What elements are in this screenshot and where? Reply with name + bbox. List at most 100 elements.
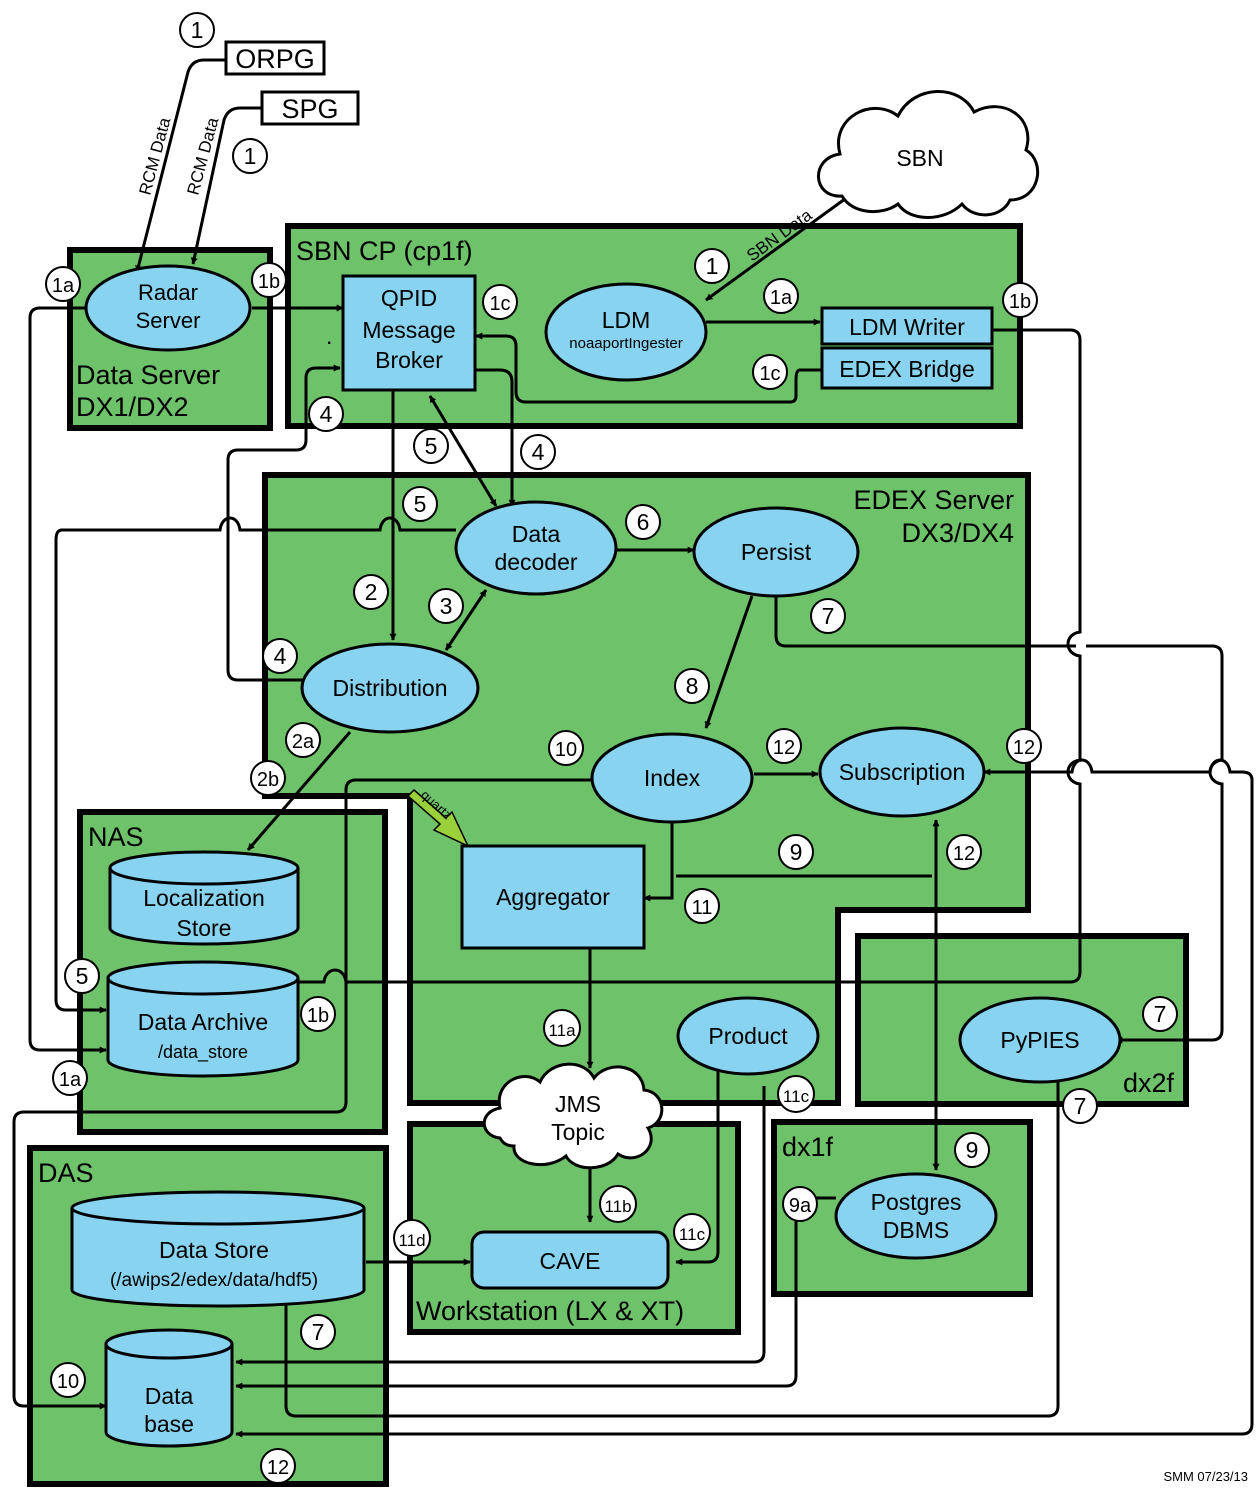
step-badge-circle <box>402 486 438 522</box>
step-badge-label: 5 <box>414 491 427 517</box>
qpid-line1: QPID <box>381 285 437 311</box>
dx2f-title: dx2f <box>1123 1068 1175 1098</box>
ldm-writer-label: LDM Writer <box>849 314 965 340</box>
step-badge-archive-in: 5 <box>64 958 100 994</box>
step-badge-qpid-in: 1c <box>482 284 518 320</box>
step-badge-circle <box>694 248 730 284</box>
localization-store-node: Localization Store <box>108 850 300 946</box>
step-badge-ldm-writer: 1a <box>763 278 799 314</box>
persist-label: Persist <box>741 539 812 565</box>
subscription-node: Subscription <box>818 726 986 818</box>
aggregator-node: Aggregator <box>460 844 646 950</box>
step-badge-label: 7 <box>822 603 835 629</box>
step-badge-pypies-datastore: 7 <box>1062 1088 1098 1124</box>
step-badge-label: 4 <box>274 643 287 669</box>
step-badge-label: 1 <box>706 253 719 279</box>
step-badge-label: 5 <box>425 433 438 459</box>
jms-line1: JMS <box>555 1091 601 1117</box>
step-badge-archive-in-3: 1a <box>52 1060 88 1096</box>
step-badge-decoder-persist: 6 <box>625 504 661 540</box>
step-badge-label: 12 <box>1013 737 1035 759</box>
step-badge-jms-cave: 11b <box>599 1185 637 1223</box>
step-badge-label: 3 <box>440 593 453 619</box>
footer-credit: SMM 07/23/13 <box>1163 1469 1248 1484</box>
persist-node: Persist <box>692 506 860 598</box>
step-badge-label: 1a <box>59 1069 82 1091</box>
step-badge-label: 9 <box>790 839 803 865</box>
step-badge-label: 2b <box>257 769 279 791</box>
rcm-data-label-1: RCM Data <box>136 115 175 197</box>
jms-line2: Topic <box>551 1119 605 1145</box>
step-badge-circle <box>543 1009 581 1047</box>
data-decoder-node: Data decoder <box>454 500 618 596</box>
step-badge-archive-decoder: 5 <box>402 486 438 522</box>
step-badge-label: 1c <box>489 293 510 315</box>
data-store-node: Data Store (/awips2/edex/data/hdf5) <box>70 1190 366 1308</box>
edex-server-title: EDEX Server <box>853 485 1014 515</box>
distribution-node: Distribution <box>300 642 480 734</box>
step-badge-label: 4 <box>532 439 545 465</box>
step-badge-label: 1 <box>244 143 257 169</box>
step-badge-edex-bridge: 1c <box>752 354 788 390</box>
das-title: DAS <box>38 1158 94 1188</box>
step-badge-label: 1b <box>1009 291 1031 313</box>
step-badge-index-database: 10 <box>548 730 584 766</box>
step-badge-label: 8 <box>686 673 699 699</box>
step-badge-circle <box>250 760 286 796</box>
step-badge-label: 1 <box>191 17 204 43</box>
step-badge-label: 7 <box>312 1319 325 1345</box>
step-badge-qpid-decoder-2: 4 <box>520 434 556 470</box>
step-badge-aggregator-jms: 11a <box>543 1009 581 1047</box>
step-badge-radar-in: 1a <box>45 266 81 302</box>
step-badge-postgres-subscription: 12 <box>946 834 982 870</box>
ldm-node: LDM noaaportIngester <box>544 282 708 382</box>
step-badge-circle <box>300 996 336 1032</box>
step-badge-circle <box>954 1132 990 1168</box>
step-badge-circle <box>810 598 846 634</box>
step-badge-pypies-subscription: 12 <box>1006 728 1042 764</box>
edex-bridge-node: EDEX Bridge <box>820 346 994 390</box>
step-badge-label: 12 <box>267 1457 289 1479</box>
step-badge-persist-pypies: 7 <box>810 598 846 634</box>
step-badge-postgres-database: 9a <box>782 1186 818 1222</box>
step-badge-persist-index: 8 <box>674 668 710 704</box>
step-badge-circle <box>766 728 802 764</box>
postgres-line1: Postgres <box>871 1189 962 1215</box>
radar-server-node: Radar Server <box>84 264 252 352</box>
step-badge-circle <box>599 1185 637 1223</box>
step-badge-sbn: 1 <box>694 248 730 284</box>
spg-source: SPG <box>260 90 360 126</box>
data-archive-node: Data Archive /data_store <box>106 960 300 1078</box>
qpid-broker-node: QPID Message Broker . <box>326 274 477 392</box>
ldm-sublabel: noaaportIngester <box>569 335 682 352</box>
step-badge-label: 11c <box>783 1087 810 1106</box>
step-badge-circle <box>285 722 321 758</box>
step-badge-label: 11 <box>692 897 713 919</box>
database-line1: Data <box>145 1383 194 1409</box>
data-archive-label: Data Archive <box>138 1009 268 1035</box>
step-badge-circle <box>260 1448 296 1484</box>
qpid-line3: Broker <box>375 347 443 373</box>
step-badge-label: 12 <box>953 843 975 865</box>
step-badge-circle <box>262 638 298 674</box>
ldm-writer-node: LDM Writer <box>820 306 994 346</box>
product-label: Product <box>708 1023 788 1049</box>
step-badge-circle <box>752 354 788 390</box>
step-badge-qpid-left: 4 <box>308 396 344 432</box>
step-badge-circle <box>45 266 81 302</box>
step-badge-label: 9a <box>789 1195 812 1217</box>
product-node: Product <box>676 996 820 1076</box>
step-badge-circle <box>777 1075 815 1113</box>
step-badge-circle <box>232 138 268 174</box>
step-badge-label: 2a <box>292 731 315 753</box>
step-badge-circle <box>673 1213 711 1251</box>
index-node: Index <box>590 732 754 824</box>
step-badge-label: 4 <box>320 401 333 427</box>
step-badge-label: 11a <box>548 1021 576 1040</box>
data-archive-path: /data_store <box>158 1042 248 1063</box>
subscription-label: Subscription <box>839 759 966 785</box>
radar-server-line1: Radar <box>138 280 198 305</box>
step-badge-database-in: 10 <box>50 1362 86 1398</box>
